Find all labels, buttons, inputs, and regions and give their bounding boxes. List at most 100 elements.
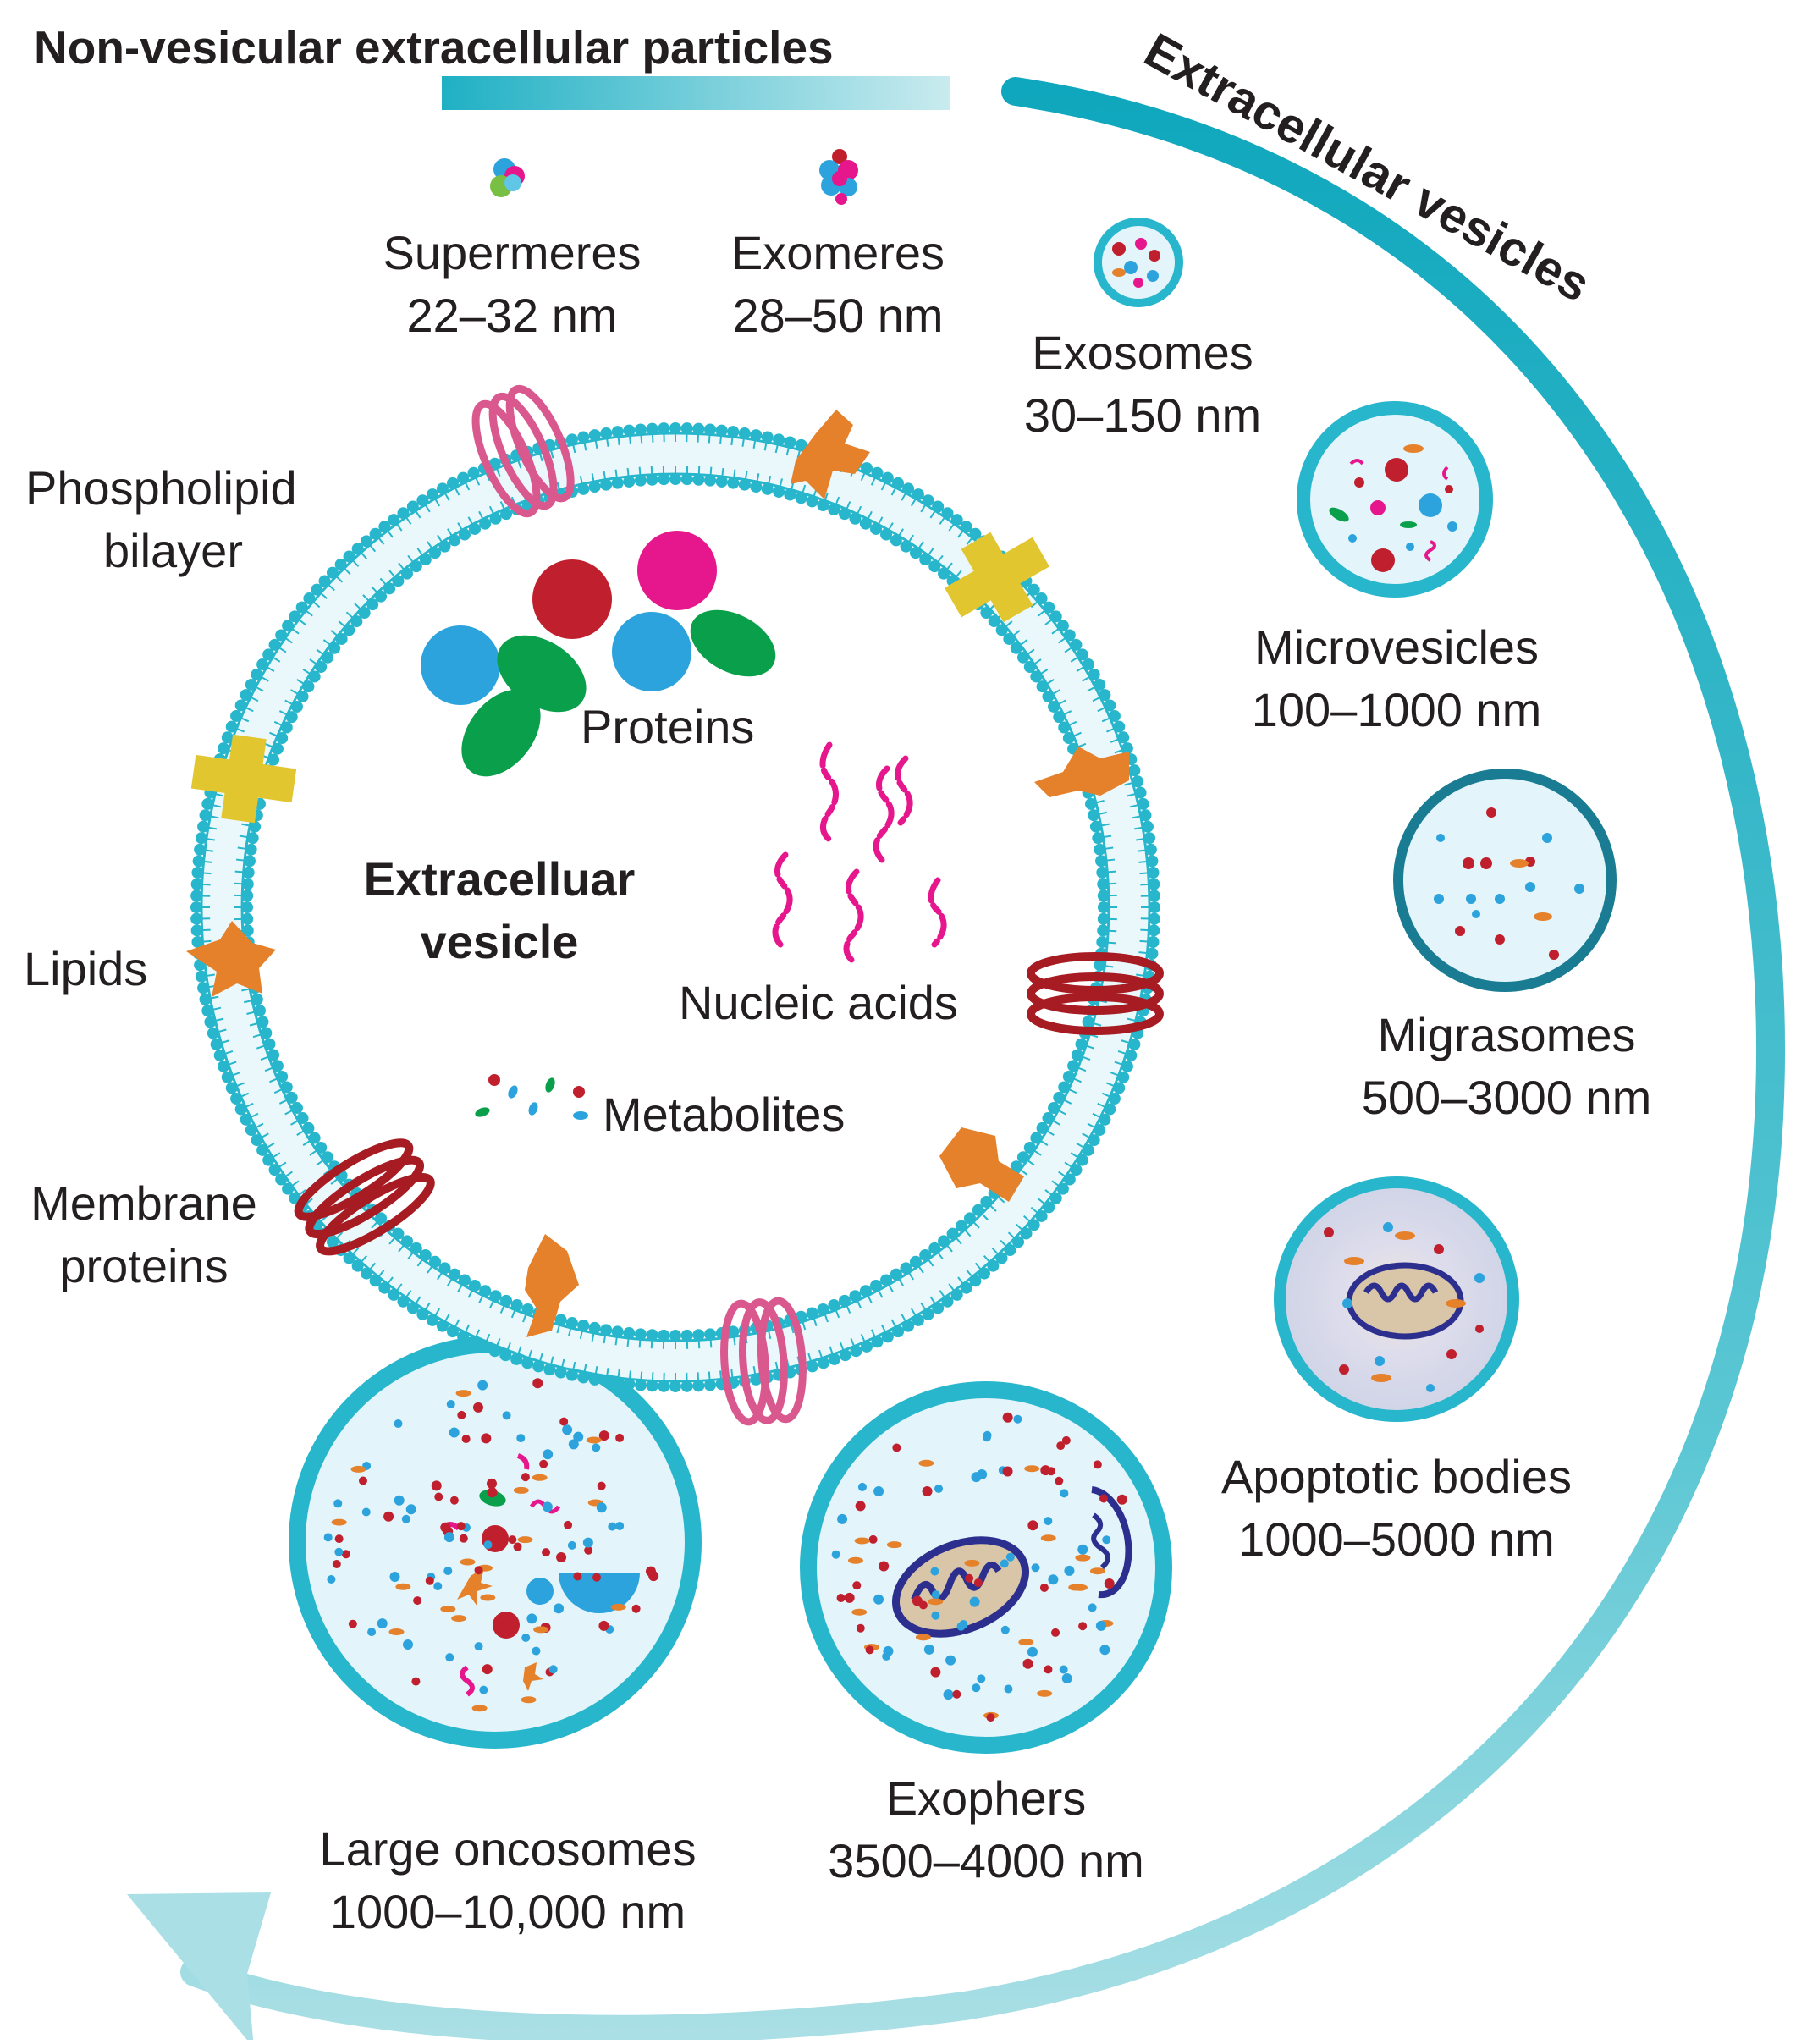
lipid-head (201, 798, 213, 810)
lipid-head (235, 699, 247, 711)
content-dot (598, 1621, 609, 1631)
content-dot (592, 1573, 601, 1582)
content-dot (514, 1543, 522, 1551)
content-dot (1062, 1673, 1072, 1683)
lipid-head (681, 473, 693, 485)
content-dot (923, 1486, 933, 1496)
content-dot (592, 1443, 600, 1452)
lipid-head (658, 473, 669, 485)
title-npe: Non-vesicular extracellular particles (34, 17, 965, 79)
content-dot (444, 1532, 454, 1542)
lipid-head (555, 1314, 567, 1326)
lipid-head (222, 731, 234, 743)
oncosomes-size: 1000–10,000 nm (271, 1881, 745, 1943)
lipid-head (281, 722, 293, 734)
lipid-head (1125, 1050, 1137, 1061)
content-dot (1090, 1567, 1105, 1574)
content-dot (383, 1512, 394, 1522)
lipid-head (469, 1280, 481, 1292)
content-dot (856, 1501, 866, 1511)
content-dot (974, 1578, 983, 1587)
content-dot (932, 1590, 940, 1599)
content-dot (488, 1487, 498, 1497)
nucleic-acids (775, 745, 944, 960)
lipid-head (407, 501, 419, 513)
content-dot (1003, 1413, 1013, 1423)
content-dot (848, 1557, 863, 1564)
lipid-head (191, 879, 203, 890)
lipid-head (612, 426, 624, 438)
content-dot (533, 1626, 548, 1633)
lipid-head (942, 1296, 954, 1308)
content-dot (965, 1560, 980, 1567)
lipid-head (196, 971, 207, 983)
lipid-head (882, 1331, 894, 1342)
content-dot (554, 1603, 564, 1613)
lipid-head (870, 1280, 882, 1292)
content-dot (977, 1674, 985, 1683)
microvesicle-icon (1303, 408, 1486, 591)
lipid-head (457, 472, 469, 484)
label-microvesicles: Microvesicles 100–1000 nm (1219, 616, 1574, 741)
content-dot (450, 1496, 459, 1505)
lipid-head (669, 422, 681, 434)
migrasome-icon (1398, 774, 1611, 987)
lipid-head (315, 1142, 327, 1154)
lipid-head (1094, 679, 1105, 691)
lipid-head (1053, 1092, 1065, 1104)
lipid-head (214, 1050, 226, 1061)
lipid-head (235, 1104, 247, 1116)
lipid-head (222, 1072, 234, 1083)
lipid-head (784, 436, 796, 448)
content-dot (924, 1645, 934, 1655)
content-dot (532, 1647, 540, 1656)
lipid-head (490, 1290, 502, 1302)
lipid-head (739, 427, 751, 439)
content-dot (587, 1436, 602, 1443)
arc-label-text: Extracellular vesicles (1136, 23, 1600, 313)
lipid-head (286, 1092, 298, 1104)
content-dot (445, 1653, 454, 1661)
lipid-head (510, 1353, 522, 1365)
lipid-head (272, 1060, 284, 1072)
lipid-head (276, 732, 288, 744)
lipid-head (589, 429, 601, 441)
lipid-head (196, 832, 207, 844)
oncosomes-name: Large oncosomes (271, 1818, 745, 1881)
lipid-head (839, 508, 851, 520)
lipid-head (807, 1360, 818, 1372)
lipid-head (892, 477, 904, 489)
lipid-head (635, 475, 647, 487)
lipid-head (191, 867, 203, 879)
exomeres-size: 28–50 nm (711, 284, 965, 347)
lipid-head (249, 821, 261, 833)
lipid-head (890, 1269, 902, 1281)
content-dot (892, 1443, 901, 1452)
phospholipid-line2: bilayer (25, 520, 330, 582)
supermeres-size: 22–32 nm (360, 284, 664, 347)
content-dot (1102, 1535, 1110, 1544)
content-dot (568, 1541, 576, 1550)
lipid-head (256, 658, 268, 670)
lipid-head (245, 844, 257, 856)
lipid-head (716, 425, 728, 437)
content-dot (1018, 1639, 1033, 1645)
lipid-head (1138, 798, 1149, 810)
lipid-head (762, 432, 774, 444)
content-dot (487, 1479, 497, 1489)
content-dot (1027, 1520, 1038, 1530)
content-dot (952, 1690, 961, 1699)
content-dot (367, 1628, 376, 1636)
lipid-head (577, 483, 589, 495)
lipid-head (1088, 1134, 1100, 1146)
lipid-head (240, 689, 252, 701)
protein-blue-left (421, 625, 500, 705)
lipid-head (459, 529, 471, 541)
lipid-head (1142, 821, 1154, 833)
content-dot (882, 1652, 890, 1661)
lipid-head (1095, 855, 1107, 867)
content-dot (1044, 1517, 1052, 1525)
ev-line1: Extracelluar (322, 848, 677, 911)
lipid-head (522, 1303, 534, 1315)
lipid-head (267, 754, 279, 766)
